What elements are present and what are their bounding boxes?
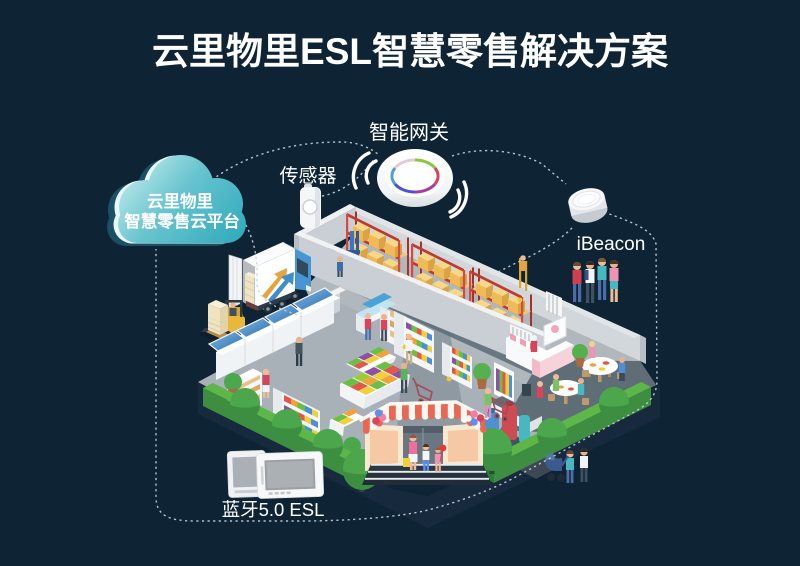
svg-text:蓝牙5.0 ESL: 蓝牙5.0 ESL (222, 499, 325, 520)
svg-text:iBeacon: iBeacon (577, 234, 646, 255)
svg-text:传感器: 传感器 (279, 165, 336, 187)
svg-text:云里物里: 云里物里 (147, 191, 213, 211)
svg-text:智慧零售云平台: 智慧零售云平台 (124, 211, 240, 231)
svg-text:云里物里ESL智慧零售解决方案: 云里物里ESL智慧零售解决方案 (152, 31, 669, 72)
svg-text:智能网关: 智能网关 (369, 121, 449, 144)
